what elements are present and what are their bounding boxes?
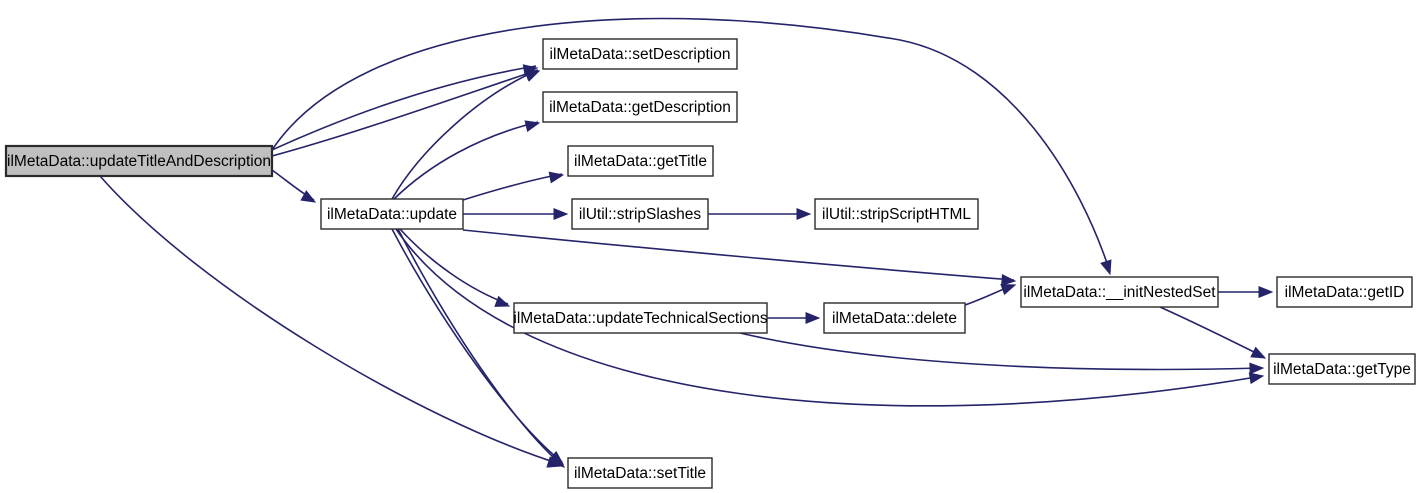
nodes-layer: ilMetaData::updateTitleAndDescriptionilM… (4, 38, 1416, 489)
arrowhead-updateTechnicalSections (494, 295, 511, 307)
arrowhead-update (300, 190, 317, 203)
arrowhead-getID (1258, 286, 1274, 298)
node-getDescription[interactable]: ilMetaData::getDescription (542, 91, 738, 123)
edge-update-to-getTitle (462, 173, 563, 201)
node-box-setDescription[interactable] (542, 38, 738, 70)
node-label-update: ilMetaData::update (327, 206, 457, 223)
node-label-stripSlashes: ilUtil::stripSlashes (579, 206, 702, 223)
arrowhead-initNestedSet (1000, 283, 1017, 296)
node-label-getTitle: ilMetaData::getTitle (574, 153, 707, 170)
arrowhead-getType (1249, 362, 1265, 375)
edge-update-to-initNestedSet (462, 229, 1015, 281)
node-label-updateTitleAndDescription: ilMetaData::updateTitleAndDescription (7, 153, 271, 170)
arrowhead-getDescription (524, 120, 541, 132)
node-label-setTitle: ilMetaData::setTitle (574, 465, 706, 482)
node-box-updateTechnicalSections[interactable] (513, 302, 768, 334)
node-label-stripScriptHTML: ilUtil::stripScriptHTML (822, 206, 971, 223)
node-update[interactable]: ilMetaData::update (320, 198, 464, 230)
node-stripScriptHTML[interactable]: ilUtil::stripScriptHTML (814, 198, 979, 230)
arrowhead-getType (1250, 346, 1267, 359)
edge-updateTitleAndDescription-to-initNestedSet (271, 17, 1111, 273)
node-setTitle[interactable]: ilMetaData::setTitle (567, 457, 713, 489)
node-label-delete: ilMetaData::delete (832, 310, 957, 327)
node-initNestedSet[interactable]: ilMetaData::__initNestedSet (1020, 276, 1219, 308)
node-box-getType[interactable] (1268, 353, 1416, 385)
node-label-getType: ilMetaData::getType (1273, 361, 1411, 378)
edge-initNestedSet-to-getType (1159, 306, 1265, 358)
arrowhead-delete (805, 312, 821, 324)
arrowhead-initNestedSet (1100, 259, 1112, 276)
arrowhead-setTitle (549, 453, 566, 468)
edge-update-to-setDescription (391, 69, 539, 200)
arrowhead-getTitle (548, 171, 565, 184)
arrowhead-setDescription (524, 70, 541, 82)
node-box-setTitle[interactable] (567, 457, 713, 489)
node-box-getTitle[interactable] (567, 145, 714, 177)
node-box-initNestedSet[interactable] (1020, 276, 1219, 308)
edge-update-to-updateTechnicalSections (399, 228, 509, 305)
node-box-getDescription[interactable] (542, 91, 738, 123)
edge-update-to-setTitle (397, 228, 564, 467)
arrowhead-getType (1248, 372, 1265, 385)
edge-updateTechnicalSections-to-getType (739, 332, 1263, 371)
node-label-updateTechnicalSections: ilMetaData::updateTechnicalSections (513, 310, 767, 327)
node-box-updateTitleAndDescription[interactable] (4, 144, 274, 178)
node-updateTitleAndDescription[interactable]: ilMetaData::updateTitleAndDescription (4, 144, 274, 178)
arrowhead-stripSlashes (553, 208, 569, 220)
node-box-stripSlashes[interactable] (571, 198, 709, 230)
node-getID[interactable]: ilMetaData::getID (1276, 276, 1413, 308)
node-label-initNestedSet: ilMetaData::__initNestedSet (1023, 284, 1216, 301)
node-box-stripScriptHTML[interactable] (814, 198, 979, 230)
edges-layer (99, 17, 1274, 468)
arrowhead-stripScriptHTML (796, 208, 812, 220)
edge-updateTitleAndDescription-to-setTitle (99, 175, 561, 465)
edge-update-to-setTitle (391, 228, 563, 463)
node-box-update[interactable] (320, 198, 464, 230)
node-box-getID[interactable] (1276, 276, 1413, 308)
node-getType[interactable]: ilMetaData::getType (1268, 353, 1416, 385)
node-label-setDescription: ilMetaData::setDescription (550, 46, 731, 63)
arrowhead-initNestedSet (1001, 274, 1017, 286)
node-getTitle[interactable]: ilMetaData::getTitle (567, 145, 714, 177)
node-stripSlashes[interactable]: ilUtil::stripSlashes (571, 198, 709, 230)
node-delete[interactable]: ilMetaData::delete (823, 302, 966, 334)
edge-updateTitleAndDescription-to-setDescription (271, 65, 537, 151)
node-setDescription[interactable]: ilMetaData::setDescription (542, 38, 738, 70)
edge-update-to-getDescription (393, 121, 539, 200)
edge-updateTitleAndDescription-to-setDescription (271, 69, 539, 157)
node-label-getDescription: ilMetaData::getDescription (549, 99, 731, 116)
node-updateTechnicalSections[interactable]: ilMetaData::updateTechnicalSections (513, 302, 768, 334)
node-box-delete[interactable] (823, 302, 966, 334)
edge-update-to-getType (395, 228, 1263, 407)
node-label-getID: ilMetaData::getID (1285, 284, 1405, 301)
